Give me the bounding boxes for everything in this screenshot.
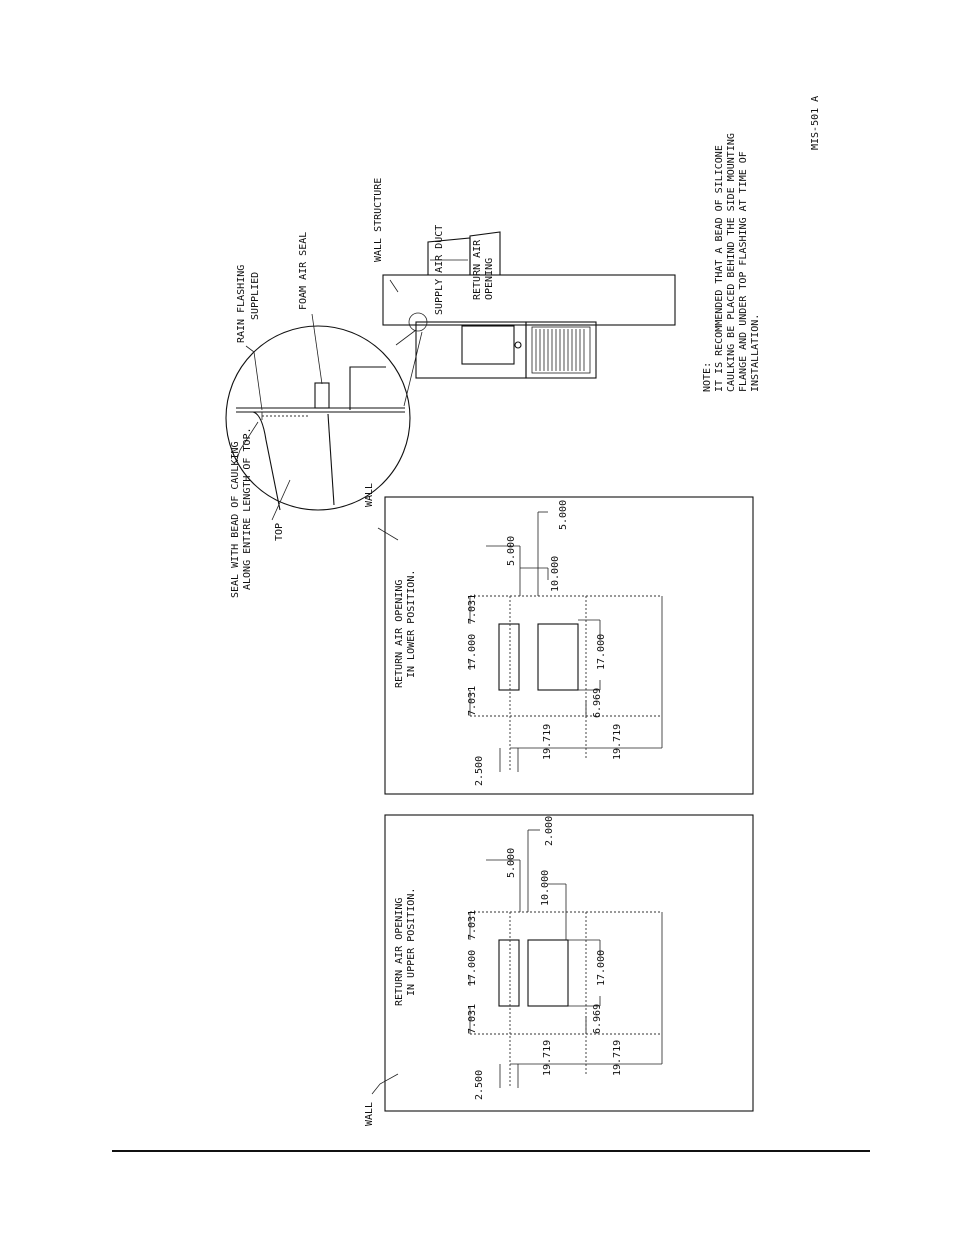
drawing-id: MIS-501 A bbox=[810, 96, 821, 150]
return-opening-label-2: OPENING bbox=[484, 258, 495, 300]
lower-dim-b: 17.000 bbox=[467, 634, 478, 670]
supply-duct-label: SUPPLY AIR DUCT bbox=[434, 225, 445, 315]
unit-body bbox=[415, 321, 527, 379]
return-opening-label-1: RETURN AIR bbox=[472, 239, 483, 300]
control-panel bbox=[461, 325, 515, 365]
upper-return-opening bbox=[527, 939, 569, 1007]
footer-rule bbox=[112, 1150, 870, 1152]
note-line-4: INSTALLATION. bbox=[750, 314, 761, 392]
lower-dim-e: 5.000 bbox=[506, 536, 517, 566]
note-line-2: CAULKING BE PLACED BEHIND THE SIDE MOUNT… bbox=[726, 133, 737, 392]
wall-structure-label: WALL STRUCTURE bbox=[373, 178, 384, 262]
side-view: WALL STRUCTURE SUPPLY AIR DUCT RETURN AI… bbox=[373, 178, 676, 379]
upper-dim-c: 7.031 bbox=[467, 1004, 478, 1034]
lower-dim-k: 19.719 bbox=[612, 724, 623, 760]
upper-dim-j: 19.719 bbox=[542, 1040, 553, 1076]
upper-title-1: RETURN AIR OPENING bbox=[394, 898, 405, 1006]
detail-circle bbox=[225, 325, 411, 511]
detail-wall-label: WALL bbox=[364, 483, 375, 507]
note-line-1: IT IS RECOMMENDED THAT A BEAD OF SILICON… bbox=[714, 145, 725, 392]
wall-structure bbox=[382, 274, 676, 326]
upper-supply-opening bbox=[498, 939, 520, 1007]
lower-supply-opening bbox=[498, 623, 520, 691]
lower-dim-f: 10.000 bbox=[550, 556, 561, 592]
upper-wall-label: WALL bbox=[364, 1102, 375, 1126]
upper-position-panel: RETURN AIR OPENING IN UPPER POSITION. 7.… bbox=[364, 814, 754, 1126]
lower-dim-d: 2.500 bbox=[474, 756, 485, 786]
upper-dim-i: 6.969 bbox=[592, 1004, 603, 1034]
lower-return-opening bbox=[537, 623, 579, 691]
rain-flashing-label: RAIN FLASHING bbox=[236, 265, 247, 343]
note-line-3: FLANGE AND UNDER TOP FLASHING AT TIME OF bbox=[738, 151, 749, 392]
rain-flashing-label-2: SUPPLIED bbox=[250, 272, 261, 320]
upper-title-2: IN UPPER POSITION. bbox=[406, 888, 417, 996]
top-label: TOP bbox=[274, 523, 285, 541]
lower-dim-j: 19.719 bbox=[542, 724, 553, 760]
upper-dim-h: 17.000 bbox=[596, 950, 607, 986]
note-title: NOTE: bbox=[702, 362, 713, 392]
caulk-label-2: ALONG ENTIRE LENGTH OF TOP. bbox=[242, 427, 253, 590]
upper-panel-frame bbox=[384, 814, 754, 1112]
lower-dim-a: 7.031 bbox=[467, 594, 478, 624]
upper-dim-f: 10.000 bbox=[540, 870, 551, 906]
installation-note: NOTE: IT IS RECOMMENDED THAT A BEAD OF S… bbox=[702, 133, 761, 392]
lower-title-1: RETURN AIR OPENING bbox=[394, 580, 405, 688]
upper-dim-d: 2.500 bbox=[474, 1070, 485, 1100]
lower-position-panel: RETURN AIR OPENING IN LOWER POSITION. 7.… bbox=[384, 496, 754, 795]
upper-dim-e: 5.000 bbox=[506, 848, 517, 878]
foam-seal-label: FOAM AIR SEAL bbox=[298, 232, 309, 310]
caulk-label-1: SEAL WITH BEAD OF CAULKING bbox=[230, 441, 241, 598]
flashing-detail: RAIN FLASHING SUPPLIED FOAM AIR SEAL SEA… bbox=[225, 232, 423, 598]
lower-dim-h: 17.000 bbox=[596, 634, 607, 670]
detail-callout-circle bbox=[408, 312, 428, 332]
upper-dim-k: 19.719 bbox=[612, 1040, 623, 1076]
lower-panel-frame bbox=[384, 496, 754, 795]
lower-dim-c: 7.031 bbox=[467, 686, 478, 716]
lower-dim-i: 6.969 bbox=[592, 688, 603, 718]
upper-dim-b: 17.000 bbox=[467, 950, 478, 986]
louver-grille bbox=[525, 321, 597, 379]
lower-dim-g: 5.000 bbox=[558, 500, 569, 530]
upper-dim-a: 7.031 bbox=[467, 910, 478, 940]
lower-title-2: IN LOWER POSITION. bbox=[406, 570, 417, 678]
foam-seal-block bbox=[314, 382, 330, 409]
upper-dim-g: 2.000 bbox=[544, 816, 555, 846]
